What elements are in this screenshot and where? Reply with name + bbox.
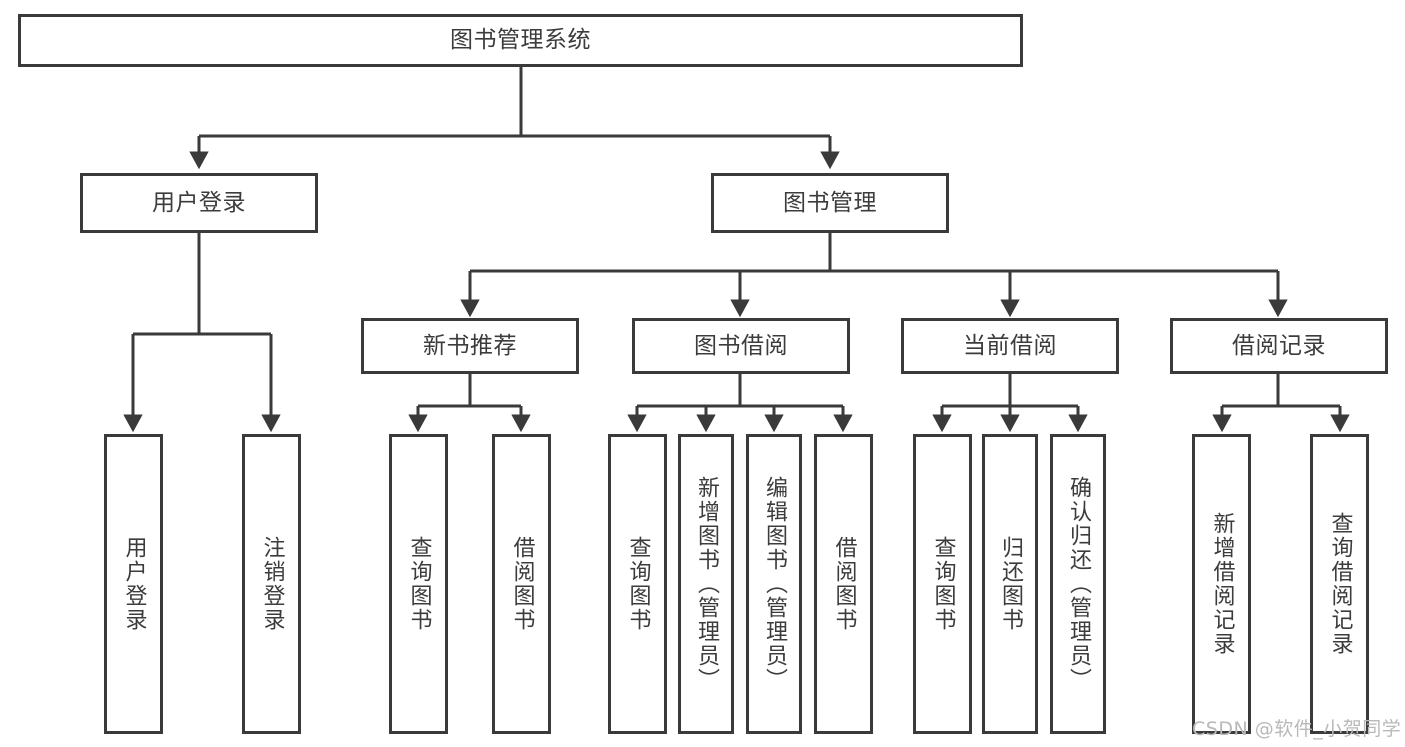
node-label: 新书推荐 (423, 332, 517, 359)
leaf-query-book-current[interactable]: 查询图书 (913, 434, 972, 734)
leaf-add-book-admin[interactable]: 新增图书（管理员） (678, 434, 734, 734)
csdn-watermark: CSDN @软件_小贺同学 (1192, 718, 1402, 740)
node-label: 图书管理系统 (450, 27, 591, 54)
leaf-borrow-book-recommend[interactable]: 借阅图书 (492, 434, 551, 734)
leaf-edit-book-admin[interactable]: 编辑图书（管理员） (746, 434, 802, 734)
leaf-logout[interactable]: 注销登录 (242, 434, 301, 734)
node-label: 查询借阅记录 (1327, 512, 1353, 656)
node-label: 借阅图书 (509, 536, 535, 632)
node-label: 借阅记录 (1232, 332, 1326, 359)
leaf-query-book-borrow[interactable]: 查询图书 (608, 434, 667, 734)
leaf-query-book-recommend[interactable]: 查询图书 (389, 434, 448, 734)
node-label: 当前借阅 (963, 332, 1057, 359)
node-label: 用户登录 (152, 189, 246, 216)
node-label: 归还图书 (997, 536, 1023, 632)
leaf-borrow-book[interactable]: 借阅图书 (814, 434, 873, 734)
node-label: 用户登录 (121, 536, 147, 632)
node-label: 借阅图书 (831, 536, 857, 632)
node-label: 图书借阅 (694, 332, 788, 359)
leaf-add-borrow-record[interactable]: 新增借阅记录 (1192, 434, 1251, 734)
node-borrow-record[interactable]: 借阅记录 (1170, 318, 1388, 374)
node-label: 图书管理 (783, 189, 877, 216)
node-label: 查询图书 (930, 536, 956, 632)
node-label: 查询图书 (625, 536, 651, 632)
node-current-borrow[interactable]: 当前借阅 (901, 318, 1119, 374)
node-label: 注销登录 (259, 536, 285, 632)
node-root-book-management-system[interactable]: 图书管理系统 (18, 14, 1023, 67)
node-user-login[interactable]: 用户登录 (80, 173, 318, 233)
node-book-borrow[interactable]: 图书借阅 (632, 318, 850, 374)
node-label: 编辑图书（管理员） (761, 476, 787, 692)
node-label: 新增图书（管理员） (693, 476, 719, 692)
node-book-management[interactable]: 图书管理 (711, 173, 949, 233)
node-label: 确认归还（管理员） (1065, 476, 1091, 692)
leaf-user-login[interactable]: 用户登录 (104, 434, 163, 734)
node-label: 查询图书 (406, 536, 432, 632)
leaf-query-borrow-record[interactable]: 查询借阅记录 (1310, 434, 1369, 734)
leaf-return-book[interactable]: 归还图书 (982, 434, 1038, 734)
leaf-confirm-return-admin[interactable]: 确认归还（管理员） (1050, 434, 1106, 734)
node-new-book-recommend[interactable]: 新书推荐 (361, 318, 579, 374)
node-label: 新增借阅记录 (1209, 512, 1235, 656)
